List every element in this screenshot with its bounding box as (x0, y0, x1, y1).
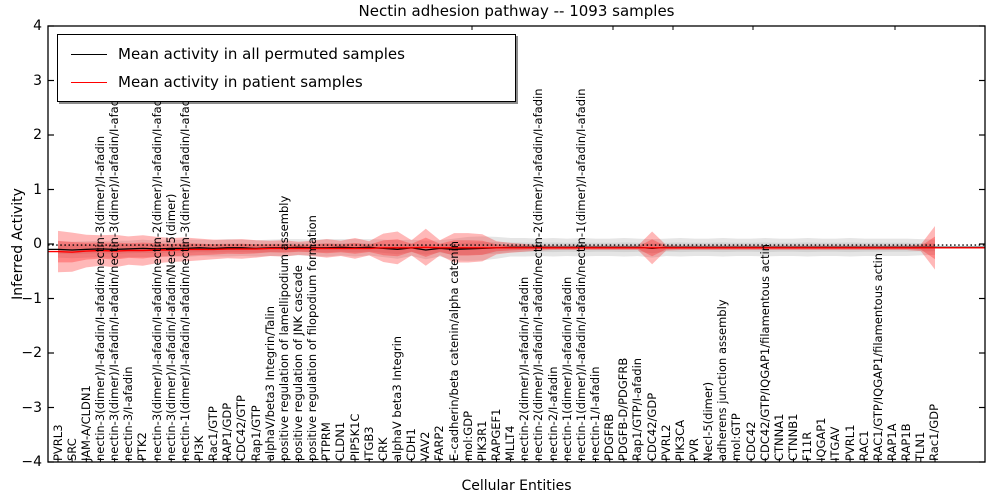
x-tick-label: nectin-2/I-afadin (545, 366, 560, 462)
y-tick-label: −2 (21, 345, 42, 361)
x-tick-label: PI3K (191, 435, 206, 461)
permuted-band-inner (58, 242, 935, 256)
y-tick-label: 3 (33, 72, 42, 89)
x-tick-label: nectin-1(dimer)/I-afadin/I-afadin/nectin… (573, 88, 588, 461)
legend-line-sample-red (71, 81, 107, 83)
x-tick-label: adherens junction assembly (715, 299, 730, 461)
y-tick-label: 4 (33, 18, 42, 34)
x-tick-label: CDH1 (404, 428, 419, 461)
legend-box: Mean activity in all permuted samples Me… (57, 34, 516, 102)
x-tick-label: CRK (375, 437, 390, 461)
x-tick-label: RAP1/GDP (220, 402, 235, 461)
x-tick-label: nectin-3/I-afadin (121, 366, 136, 462)
legend-item-permuted: Mean activity in all permuted samples (58, 40, 405, 68)
x-tick-label: CDC42 (743, 421, 758, 461)
x-tick-label: mol:GDP (460, 410, 475, 461)
x-tick-label: RAP1B (899, 423, 914, 461)
y-tick-label: 1 (33, 181, 42, 198)
legend-item-patient: Mean activity in patient samples (58, 68, 363, 96)
x-tick-label: Rac1/GTP (206, 406, 221, 461)
x-tick-label: PTPRM (319, 422, 334, 461)
x-tick-label: nectin-3(dimer)/I-afadin/I-afadin/nectin… (107, 88, 122, 461)
legend-line-sample-black (71, 53, 107, 55)
y-tick-label: −3 (21, 399, 42, 416)
x-tick-label: CDC42/GTP/IQGAP1/filamentous actin (757, 243, 772, 461)
permuted-band-outer (58, 236, 935, 261)
x-tick-label: PVRL1 (842, 424, 857, 461)
x-tick-label: JAM-A/CLDN1 (78, 385, 93, 461)
x-tick-label: MLLT4 (503, 425, 518, 462)
x-tick-label: SRC (64, 438, 79, 461)
x-tick-label: alphaV beta3 Integrin (389, 335, 404, 461)
x-tick-label: IQGAP1 (814, 417, 829, 461)
x-tick-label: TLN1 (913, 431, 928, 461)
patient-mean-line (48, 246, 985, 253)
x-tick-label: nectin-2(dimer)/I-afadin/I-afadin (517, 276, 532, 461)
patient-band-outer (58, 226, 935, 273)
legend-label: Mean activity in patient samples (118, 73, 363, 91)
x-tick-label: nectin-2(dimer)/I-afadin/I-afadin/nectin… (531, 88, 546, 461)
x-tick-label: alphaV/beta3 Integrin/Talin (262, 305, 277, 461)
x-tick-label: PDGFRB (602, 413, 617, 461)
x-tick-label: PVRL3 (50, 424, 65, 461)
x-tick-label: nectin-3(dimer)/I-afadin/I-afadin/nectin… (149, 88, 164, 461)
x-axis-label: Cellular Entities (461, 478, 572, 494)
x-tick-label: Rac1/GDP (927, 403, 942, 461)
x-tick-label: ITGB3 (361, 426, 376, 461)
x-tick-label: PIK3CA (672, 419, 687, 461)
x-tick-label: RAP1A (885, 423, 900, 461)
y-tick-label: 0 (33, 236, 42, 252)
y-tick-label: −4 (21, 454, 42, 470)
x-tick-label: Necl-5(dimer) (701, 381, 716, 461)
x-tick-label: RAC1/GTP/IQGAP1/filamentous actin (870, 253, 885, 461)
x-tick-label: nectin-3(dimer)/I-afadin/I-afadin/Necl-5… (163, 193, 178, 461)
x-tick-label: nectin-3(dimer)/I-afadin/I-afadin/nectin… (92, 135, 107, 461)
x-tick-label: Rap1/GTP (248, 405, 263, 461)
x-tick-label: E-cadherin/beta catenin/alpha catenin (446, 241, 461, 461)
x-tick-label: PVR (687, 438, 702, 461)
x-tick-label: RAC1 (856, 430, 871, 461)
x-tick-label: mol:GTP (729, 413, 744, 461)
x-tick-label: positive regulation of JNK cascade (290, 265, 305, 461)
x-tick-label: PVRL2 (658, 424, 673, 461)
chart-title: Nectin adhesion pathway -- 1093 samples (358, 2, 675, 20)
x-tick-label: Rap1/GTP/I-afadin (630, 357, 645, 461)
x-tick-label: CDC42/GDP (644, 392, 659, 461)
x-tick-label: positive regulation of lamellipodium ass… (276, 195, 291, 461)
x-tick-label: nectin-1(dimer)/I-afadin/I-afadin/nectin… (177, 88, 192, 461)
x-tick-label: nectin-1(dimer)/I-afadin/I-afadin (559, 276, 574, 461)
x-tick-label: CLDN1 (333, 421, 348, 461)
x-tick-label: PDGFB-D/PDGFRB (616, 357, 631, 461)
x-tick-label: CDC42/GTP (234, 395, 249, 461)
x-tick-label: RAPGEF1 (488, 408, 503, 461)
x-tick-label: VAV2 (418, 431, 433, 461)
legend-label: Mean activity in all permuted samples (118, 45, 405, 63)
x-tick-label: ITGAV (828, 426, 843, 461)
x-tick-label: nectin-1/I-afadin (588, 366, 602, 462)
x-tick-label: FARP2 (432, 425, 447, 461)
x-tick-label: CTNNA1 (771, 413, 786, 461)
patient-band-inner (58, 236, 935, 263)
x-tick-label: PIP5K1C (347, 413, 362, 461)
x-tick-label: CTNNB1 (786, 413, 801, 461)
x-tick-label: PIK3R1 (474, 420, 489, 462)
x-tick-label: F11R (800, 431, 815, 461)
x-tick-label: positive regulation of filopodium format… (305, 215, 320, 461)
y-tick-label: 2 (33, 127, 42, 143)
x-tick-label: PTK2 (135, 432, 150, 461)
y-tick-label: −1 (21, 290, 42, 307)
